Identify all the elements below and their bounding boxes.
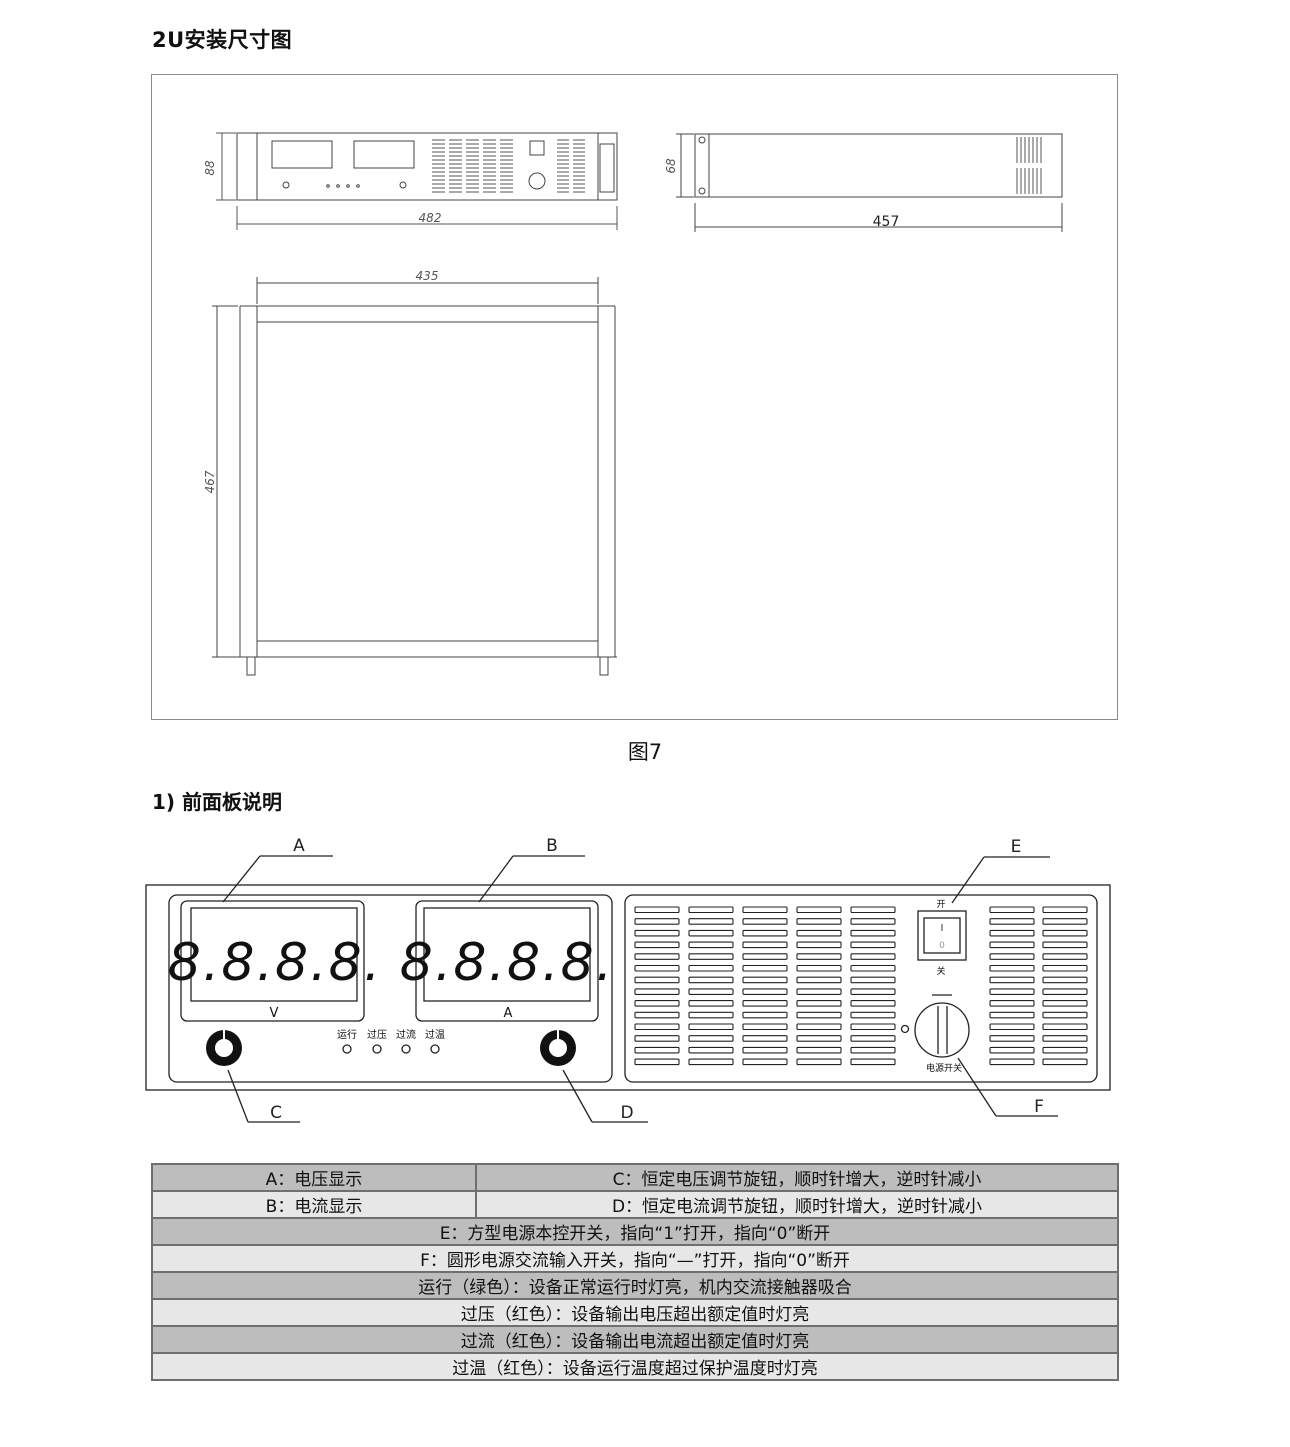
legend-cell: F：圆形电源交流输入开关，指向“—”打开，指向“0”断开 — [151, 1244, 1119, 1273]
top-view-outline — [256, 305, 599, 658]
panel-vent-slots — [634, 906, 1088, 1066]
current-unit: A — [504, 1006, 513, 1021]
callout-e: E — [1011, 837, 1022, 857]
table-row: A：电压显示 C：恒定电压调节旋钮，顺时针增大，逆时针减小 — [151, 1163, 1119, 1192]
current-meter-window — [423, 907, 591, 1002]
front-view-outline — [236, 132, 618, 201]
dimension-drawings: 88 482 68 457 435 467 — [203, 132, 1063, 676]
legend-table: A：电压显示 C：恒定电压调节旋钮，顺时针增大，逆时针减小 B：电流显示 D：恒… — [151, 1163, 1119, 1381]
switch-on-label: 开 — [936, 899, 945, 910]
callout-a: A — [293, 836, 305, 856]
current-meter-bezel — [415, 900, 599, 1022]
legend-cell: C：恒定电压调节旋钮，顺时针增大，逆时针减小 — [475, 1163, 1119, 1192]
legend-cell: B：电流显示 — [151, 1190, 477, 1219]
switch-one-mark: I — [941, 923, 944, 934]
table-row: 过流（红色）：设备输出电流超出额定值时灯亮 — [151, 1325, 1119, 1354]
control-section — [168, 894, 613, 1083]
led-run — [342, 1044, 352, 1054]
indicator-label-run: 运行 — [337, 1028, 357, 1041]
front-panel-diagram: 8.8.8.8. 8.8.8.8. V A 运行 过压 过流 过温 开 关 I … — [145, 836, 1111, 1123]
vent-section — [624, 894, 1098, 1083]
voltage-unit: V — [270, 1006, 279, 1021]
legend-cell: 过温（红色）：设备运行温度超过保护温度时灯亮 — [151, 1352, 1119, 1381]
front-height-dim: 88 — [203, 160, 217, 176]
indicator-label-overvoltage: 过压 — [367, 1028, 387, 1041]
side-view-outline — [694, 133, 1063, 198]
callout-b: B — [546, 836, 558, 856]
table-row: E：方型电源本控开关，指向“1”打开，指向“0”断开 — [151, 1217, 1119, 1246]
legend-cell: D：恒定电流调节旋钮，顺时针增大，逆时针减小 — [475, 1190, 1119, 1219]
dimension-drawing-frame — [151, 74, 1118, 720]
top-depth-dim: 467 — [203, 470, 217, 493]
table-row: F：圆形电源交流输入开关，指向“—”打开，指向“0”断开 — [151, 1244, 1119, 1273]
table-row: 过压（红色）：设备输出电压超出额定值时灯亮 — [151, 1298, 1119, 1327]
switch-zero-mark: 0 — [939, 941, 945, 951]
front-view-meter-right — [353, 140, 415, 169]
legend-cell: E：方型电源本控开关，指向“1”打开，指向“0”断开 — [151, 1217, 1119, 1246]
rotary-switch-label: 电源开关 — [926, 1062, 962, 1074]
current-display: 8.8.8.8. — [400, 933, 614, 993]
legend-cell: A：电压显示 — [151, 1163, 477, 1192]
top-width-dim: 435 — [416, 269, 439, 283]
indicator-label-overcurrent: 过流 — [396, 1028, 416, 1041]
led-overtemp — [430, 1044, 440, 1054]
side-height-dim: 68 — [664, 158, 678, 174]
front-panel-title: 1) 前面板说明 — [152, 790, 283, 814]
table-row: 运行（绿色）：设备正常运行时灯亮，机内交流接触器吸合 — [151, 1271, 1119, 1300]
indicator-label-overtemp: 过温 — [425, 1028, 445, 1041]
front-view-vents — [432, 139, 585, 193]
voltage-meter-bezel — [180, 900, 365, 1022]
led-overvoltage — [372, 1044, 382, 1054]
callout-d: D — [620, 1103, 633, 1123]
legend-cell: 运行（绿色）：设备正常运行时灯亮，机内交流接触器吸合 — [151, 1271, 1119, 1300]
rotary-switch — [914, 1002, 970, 1058]
section-title: 2U安装尺寸图 — [152, 28, 293, 52]
figure-caption: 图7 — [627, 740, 663, 764]
legend-cell: 过流（红色）：设备输出电流超出额定值时灯亮 — [151, 1325, 1119, 1354]
led-overcurrent — [401, 1044, 411, 1054]
side-view-vents — [1016, 137, 1042, 194]
front-width-dim: 482 — [419, 211, 442, 225]
voltage-display: 8.8.8.8. — [168, 933, 382, 993]
callout-c: C — [270, 1103, 282, 1123]
callout-f: F — [1034, 1097, 1044, 1117]
side-depth-dim: 457 — [873, 214, 900, 230]
rocker-switch — [917, 910, 967, 961]
table-row: 过温（红色）：设备运行温度超过保护温度时灯亮 — [151, 1352, 1119, 1381]
switch-off-label: 关 — [936, 965, 945, 977]
front-panel-outline — [145, 884, 1111, 1091]
table-row: B：电流显示 D：恒定电流调节旋钮，顺时针增大，逆时针减小 — [151, 1190, 1119, 1219]
front-view-meter-left — [271, 140, 333, 169]
voltage-meter-window — [190, 907, 358, 1002]
legend-cell: 过压（红色）：设备输出电压超出额定值时灯亮 — [151, 1298, 1119, 1327]
